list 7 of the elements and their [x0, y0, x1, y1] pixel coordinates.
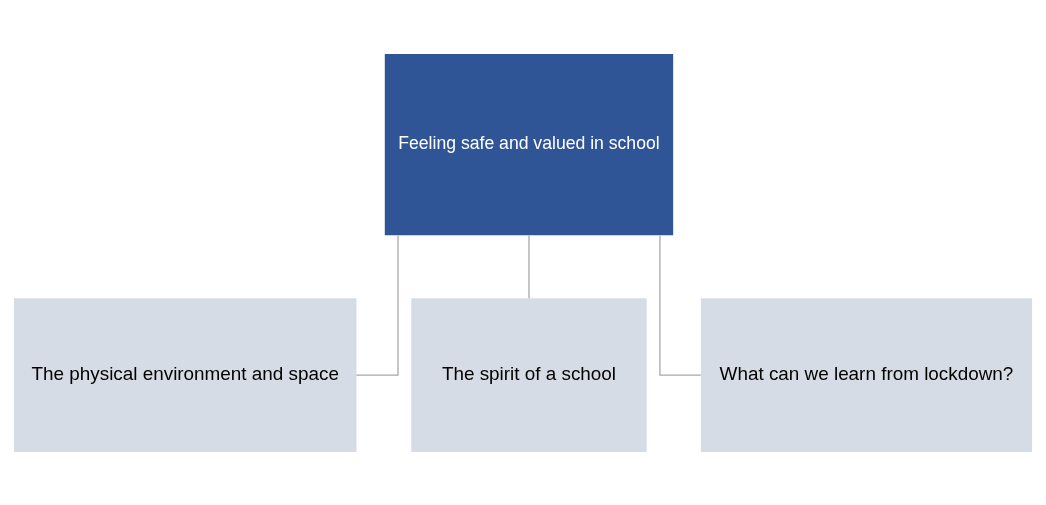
- node-box: Feeling safe and valued in school: [384, 53, 674, 235]
- connector: [528, 234, 530, 299]
- node-box: The spirit of a school: [411, 297, 647, 452]
- node-box: What can we learn from lockdown?: [700, 297, 1033, 452]
- connector: [355, 234, 399, 376]
- node-box: The physical environment and space: [13, 297, 357, 452]
- connector: [659, 234, 702, 376]
